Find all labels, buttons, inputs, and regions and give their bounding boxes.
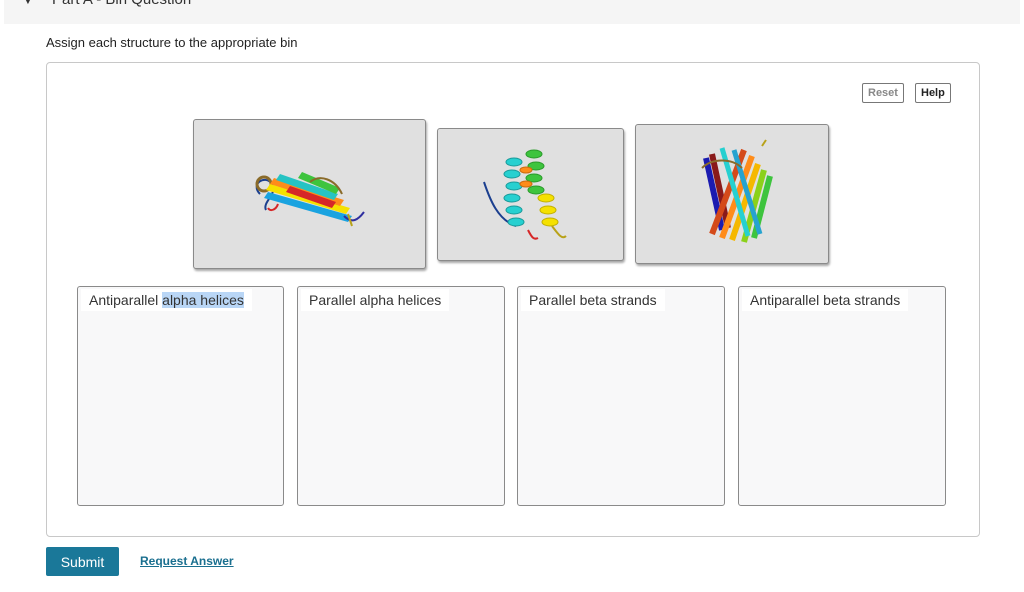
part-title: Part A - Bin Question bbox=[52, 0, 191, 8]
bin-label: Parallel beta strands bbox=[521, 289, 665, 311]
bin-workspace: Reset Help bbox=[46, 62, 980, 537]
helix-bundle-structure-icon bbox=[482, 149, 567, 240]
instructions: Assign each structure to the appropriate… bbox=[46, 35, 298, 50]
caret-down-icon[interactable]: ▼ bbox=[22, 0, 34, 7]
bin-antiparallel-alpha-helices[interactable]: Antiparallel alpha helices bbox=[77, 286, 284, 506]
submit-button[interactable]: Submit bbox=[46, 547, 119, 576]
help-button[interactable]: Help bbox=[915, 83, 951, 103]
structure-card-2[interactable] bbox=[437, 128, 624, 261]
bin-parallel-beta-strands[interactable]: Parallel beta strands bbox=[517, 286, 725, 506]
antiparallel-beta-sheet-structure-icon bbox=[255, 172, 365, 227]
structure-card-3[interactable] bbox=[635, 124, 829, 264]
bin-antiparallel-beta-strands[interactable]: Antiparallel beta strands bbox=[738, 286, 946, 506]
bin-label: Antiparallel alpha helices bbox=[81, 289, 252, 311]
bin-label: Parallel alpha helices bbox=[301, 289, 450, 311]
request-answer-link[interactable]: Request Answer bbox=[140, 554, 234, 568]
part-header[interactable]: ▼ Part A - Bin Question bbox=[4, 0, 1020, 24]
structure-card-1[interactable] bbox=[193, 119, 426, 269]
bin-label: Antiparallel beta strands bbox=[742, 289, 909, 311]
reset-button[interactable]: Reset bbox=[862, 83, 904, 103]
bin-parallel-alpha-helices[interactable]: Parallel alpha helices bbox=[297, 286, 505, 506]
beta-barrel-structure-icon bbox=[701, 139, 773, 243]
